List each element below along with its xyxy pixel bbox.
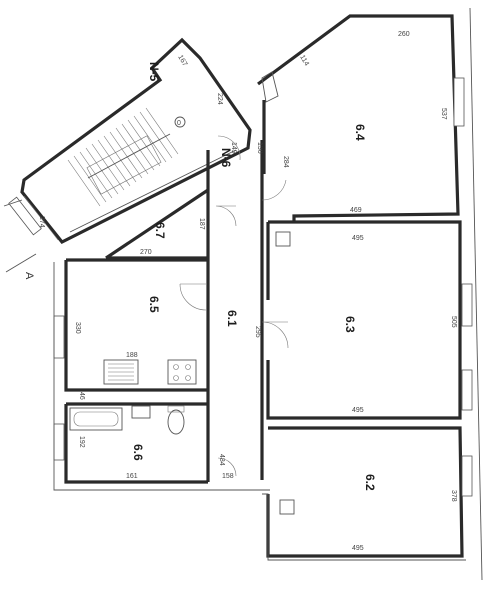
dim-130: 130 bbox=[256, 142, 263, 154]
washbasin-icon bbox=[131, 405, 151, 419]
room-6-3-window-upper bbox=[461, 283, 473, 327]
room-6-2-heater-icon bbox=[279, 499, 295, 515]
dim-469: 469 bbox=[350, 207, 362, 214]
dim-192: 192 bbox=[78, 436, 85, 448]
dim-187: 187 bbox=[198, 218, 205, 230]
kitchen-stove-icon bbox=[167, 359, 197, 385]
dim-495-mid: 495 bbox=[352, 407, 364, 414]
dim-378: 378 bbox=[450, 490, 457, 502]
outer-wall-outline bbox=[53, 262, 270, 491]
staircase-window bbox=[8, 196, 42, 236]
room-6-4-window bbox=[453, 77, 465, 127]
dim-537: 537 bbox=[440, 108, 447, 120]
kitchen-sink-icon bbox=[103, 359, 139, 385]
room-label-6-5: 6.5 bbox=[147, 296, 161, 313]
dim-158: 158 bbox=[222, 473, 234, 480]
dim-274: 274 bbox=[38, 216, 45, 228]
staircase-block: 0 N-5 224 167 274 bbox=[8, 37, 252, 245]
axis-marker-label: A bbox=[23, 272, 35, 280]
room-6-5-window bbox=[53, 315, 65, 359]
dim-46: 46 bbox=[78, 392, 85, 400]
room-6-5: 6.5 330 188 bbox=[53, 258, 208, 392]
dim-224: 224 bbox=[216, 93, 223, 105]
axis-marker: A bbox=[3, 199, 37, 280]
room-label-6-2: 6.2 bbox=[363, 474, 377, 491]
dim-188: 188 bbox=[126, 352, 138, 359]
dim-495-top: 495 bbox=[352, 235, 364, 242]
dim-270: 270 bbox=[140, 249, 152, 256]
dim-167: 167 bbox=[176, 54, 188, 68]
dim-260: 260 bbox=[398, 31, 410, 38]
dim-330: 330 bbox=[74, 322, 81, 334]
room-6-3-window-lower bbox=[461, 369, 473, 411]
room-6-4: 6.4 260 114 537 469 284 bbox=[257, 14, 465, 222]
room-label-6-6: 6.6 bbox=[131, 444, 145, 461]
room-label-6-1: 6.1 bbox=[225, 310, 239, 327]
stair-flights bbox=[67, 107, 179, 207]
staircase-label: N-5 bbox=[147, 62, 161, 82]
room-6-2-window bbox=[461, 455, 473, 497]
room-6-6-window bbox=[53, 423, 65, 461]
room-label-6-7: 6.7 bbox=[153, 222, 167, 239]
room-label-6-4: 6.4 bbox=[353, 124, 367, 141]
room-6-2: 6.2 378 495 bbox=[262, 426, 473, 561]
dim-295: 295 bbox=[254, 326, 261, 338]
dim-484: 484 bbox=[218, 454, 225, 466]
dim-505: 505 bbox=[450, 316, 457, 328]
staircase-circle-icon bbox=[174, 116, 186, 128]
dim-284: 284 bbox=[282, 156, 289, 168]
room-label-6-3: 6.3 bbox=[343, 316, 357, 333]
room-6-7: 6.7 270 187 bbox=[105, 188, 209, 260]
bathtub-icon bbox=[69, 407, 123, 431]
room-6-6: 6.6 46 192 161 158 bbox=[53, 392, 234, 484]
staircase-circle-text: 0 bbox=[177, 120, 181, 127]
room-6-3-heater-icon bbox=[275, 231, 291, 247]
room-6-3: 6.3 495 505 495 bbox=[266, 220, 473, 420]
toilet-icon bbox=[167, 409, 185, 435]
building-edge-line bbox=[469, 7, 483, 581]
corridor: N-6 149 130 484 bbox=[179, 135, 289, 482]
dim-161: 161 bbox=[126, 473, 138, 480]
corridor-label: N-6 bbox=[219, 148, 233, 168]
dim-495-bot: 495 bbox=[352, 545, 364, 552]
dim-149: 149 bbox=[230, 142, 237, 154]
dim-114: 114 bbox=[298, 54, 310, 67]
